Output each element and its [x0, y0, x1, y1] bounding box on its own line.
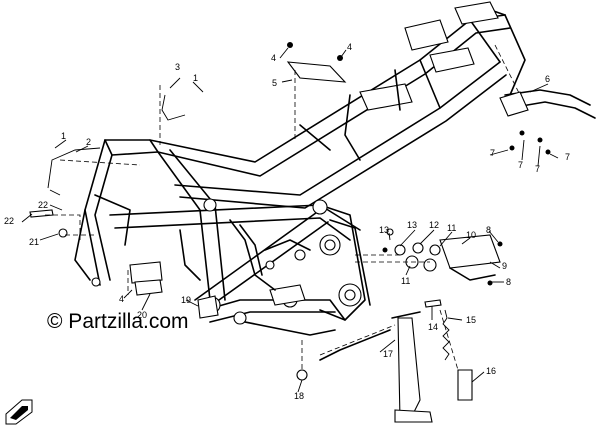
motorcycle-frame — [29, 1, 596, 423]
callout-9: 9 — [502, 261, 507, 271]
callout-2: 2 — [86, 137, 91, 147]
callout-4: 4 — [347, 42, 352, 52]
callout-7: 7 — [518, 160, 523, 170]
callout-8: 8 — [506, 277, 511, 287]
callout-17: 17 — [383, 349, 393, 359]
callout-4: 4 — [119, 294, 124, 304]
leader-lines — [45, 44, 521, 372]
callout-1: 1 — [61, 131, 66, 141]
callout-leaders — [21, 47, 559, 393]
callout-4: 4 — [271, 53, 276, 63]
callout-22: 22 — [4, 216, 14, 226]
callout-10: 10 — [466, 230, 476, 240]
callout-11: 11 — [401, 276, 410, 286]
callout-19: 19 — [181, 295, 191, 305]
callout-7: 7 — [490, 148, 495, 158]
callout-13: 13 — [407, 220, 417, 230]
callout-12: 12 — [429, 220, 439, 230]
callout-14: 14 — [428, 322, 438, 332]
callout-3: 3 — [175, 62, 180, 72]
callout-20: 20 — [137, 310, 147, 320]
callout-7: 7 — [535, 164, 540, 174]
callout-5: 5 — [272, 78, 277, 88]
callout-7: 7 — [565, 152, 570, 162]
watermark: © Partzilla.com — [47, 310, 189, 333]
callout-16: 16 — [486, 366, 496, 376]
callout-18: 18 — [294, 391, 304, 401]
callout-21: 21 — [29, 237, 39, 247]
callout-8: 8 — [486, 225, 491, 235]
callout-22: 22 — [38, 200, 48, 210]
callout-11: 11 — [447, 223, 456, 233]
callout-13: 13 — [379, 225, 389, 235]
orientation-arrow-icon — [5, 399, 33, 425]
callout-6: 6 — [545, 74, 550, 84]
callout-15: 15 — [466, 315, 476, 325]
callout-1: 1 — [193, 73, 198, 83]
callout-labels: 1 1 2 3 4 4 4 5 6 7 7 7 7 8 8 9 10 11 11… — [4, 42, 570, 401]
